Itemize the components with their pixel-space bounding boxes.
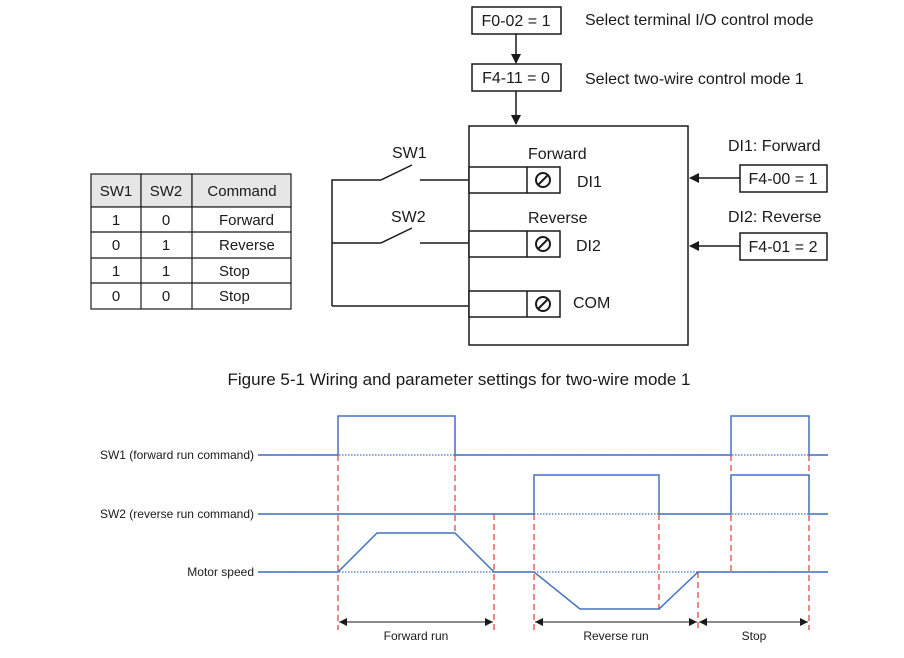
di1-forward-title: DI1: Forward: [728, 138, 820, 155]
di2-label: DI2: [576, 238, 601, 255]
table-header-sw1: SW1: [100, 183, 133, 200]
forward-run-label: Forward run: [384, 629, 449, 643]
param-f4-00-text: F4-00 = 1: [749, 171, 818, 188]
param-box-f4-11: F4-11 = 0: [471, 63, 562, 92]
switch-wiring: [331, 164, 468, 307]
terminal-di1: [468, 166, 561, 194]
timing-diagram: SW1 (forward run command) SW2 (reverse r…: [100, 415, 828, 643]
sw2-label: SW2: [391, 209, 426, 226]
table-header-sw2: SW2: [150, 183, 183, 200]
forward-label: Forward: [528, 146, 587, 163]
reverse-run-label: Reverse run: [583, 629, 648, 643]
reverse-label: Reverse: [528, 210, 588, 227]
stop-label: Stop: [742, 629, 767, 643]
sw2-signal-label: SW2 (reverse run command): [100, 507, 254, 521]
table-cell: 0: [112, 237, 120, 254]
terminal-com: [468, 290, 561, 318]
table-cell: 0: [112, 288, 120, 305]
param-f0-02-text: F0-02 = 1: [482, 13, 551, 30]
motor-speed-waveform: [258, 532, 828, 610]
di2-reverse-title: DI2: Reverse: [728, 209, 821, 226]
truth-table: SW1 SW2 Command 1 0 Forward 0 1 Reverse …: [90, 173, 292, 310]
param-box-f0-02: F0-02 = 1: [471, 6, 562, 35]
table-cell: Stop: [219, 263, 250, 280]
sw2-contact: [380, 227, 413, 244]
table-cell: 0: [162, 212, 170, 229]
table-cell: Stop: [219, 288, 250, 305]
table-cell: 1: [162, 263, 170, 280]
table-cell: Forward: [219, 212, 274, 229]
screw-icon: [535, 296, 551, 312]
table-header-command: Command: [207, 183, 276, 200]
param-f4-01-text: F4-01 = 2: [749, 239, 818, 256]
table-cell: 1: [162, 237, 170, 254]
figure-caption: Figure 5-1 Wiring and parameter settings…: [228, 370, 691, 389]
screw-icon: [535, 172, 551, 188]
sw1-signal-label: SW1 (forward run command): [100, 448, 254, 462]
sw1-label: SW1: [392, 145, 427, 162]
param-f4-11-text: F4-11 = 0: [482, 70, 550, 87]
desc-two-wire-mode: Select two-wire control mode 1: [585, 71, 804, 88]
table-cell: Reverse: [219, 237, 275, 254]
desc-terminal-io: Select terminal I/O control mode: [585, 12, 814, 29]
sw1-contact: [380, 164, 413, 181]
screw-icon: [535, 236, 551, 252]
com-label: COM: [573, 295, 610, 312]
terminal-di2: [468, 230, 561, 258]
param-box-f4-00: F4-00 = 1: [739, 164, 828, 193]
table-cell: 1: [112, 212, 120, 229]
sw1-waveform: [258, 415, 828, 456]
table-cell: 1: [112, 263, 120, 280]
sw2-waveform: [258, 474, 828, 515]
table-cell: 0: [162, 288, 170, 305]
param-box-f4-01: F4-01 = 2: [739, 232, 828, 261]
di1-label: DI1: [577, 174, 602, 191]
motor-speed-label: Motor speed: [187, 565, 254, 579]
